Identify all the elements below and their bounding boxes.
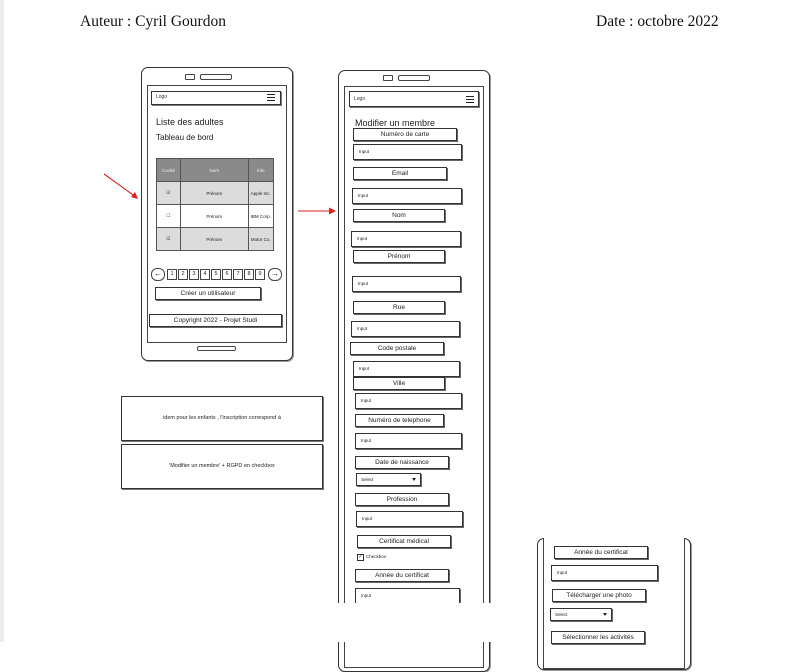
chevron-down-icon [603, 613, 607, 616]
phone-home-button [197, 346, 236, 351]
phone-camera [185, 74, 195, 80]
card-number-input[interactable]: Input [353, 144, 462, 160]
note-text: idem pour les enfants , l'inscription co… [163, 415, 281, 421]
page-number[interactable]: 1 [167, 269, 177, 280]
members-table: Coché Nom Info ☑ Prénom Apple Inc. ☐ Pré… [156, 158, 275, 251]
menu-icon[interactable] [466, 96, 474, 104]
select-activities-button[interactable]: Sélectionner les activités [551, 631, 645, 644]
phone-camera [383, 75, 393, 81]
cert-year-label: Année du certificat [355, 569, 449, 582]
email-input[interactable]: Input [352, 188, 462, 204]
row-info: Apple Inc. [247, 181, 275, 205]
page-number[interactable]: 9 [255, 269, 265, 280]
next-page-icon[interactable]: → [268, 268, 282, 281]
postal-code-input[interactable]: Input [353, 361, 460, 377]
chevron-down-icon [412, 478, 416, 481]
page-number[interactable]: 5 [211, 269, 221, 280]
select-placeholder: Select [361, 477, 374, 482]
birthdate-select[interactable]: Select [356, 473, 421, 486]
phone-number-input[interactable]: Input [355, 433, 462, 449]
cert-year-input[interactable]: Input [551, 565, 658, 581]
arrow-icon [103, 173, 138, 199]
logo-text: Logo [156, 94, 168, 100]
table-row[interactable]: ☑ Prénom Motor Co. [156, 227, 275, 251]
photo-select[interactable]: Select [550, 608, 612, 621]
row-checkbox[interactable]: ☐ [156, 204, 181, 228]
page-subtitle: Tableau de bord [156, 133, 214, 142]
author-label: Auteur : Cyril Gourdon [80, 13, 226, 30]
row-info: Motor Co. [247, 227, 275, 251]
row-checkbox[interactable]: ☑ [156, 227, 181, 251]
city-input[interactable]: Input [355, 393, 462, 409]
footer-copyright: Copyright 2022 - Projet Studi [149, 314, 282, 327]
email-label: Email [353, 167, 447, 180]
page-number[interactable]: 7 [233, 269, 243, 280]
table-header: Info [247, 158, 275, 182]
lastname-label: Nom [353, 209, 445, 222]
table-header: Coché [156, 158, 181, 182]
top-bar [349, 91, 479, 107]
page-title: Modifier un membre [355, 118, 436, 128]
row-checkbox[interactable]: ☑ [156, 181, 181, 205]
prev-page-icon[interactable]: ← [151, 268, 165, 281]
checkbox-label: Checkbox [366, 554, 387, 559]
upload-photo-button[interactable]: Télécharger une photo [552, 589, 646, 602]
table-row[interactable]: ☑ Prénom Apple Inc. [156, 181, 275, 205]
firstname-label: Prénom [353, 250, 445, 263]
note-text: 'Modifier un membre' + RGPD en checkbox [169, 463, 275, 469]
page-title: Liste des adultes [156, 117, 224, 127]
menu-icon[interactable] [267, 94, 275, 102]
lastname-input[interactable]: Input [351, 231, 461, 247]
create-user-button[interactable]: Créer un utilisateur [155, 287, 261, 300]
street-input[interactable]: Input [351, 321, 460, 337]
city-label: Ville [353, 377, 445, 390]
table-row[interactable]: ☐ Prénom IBM Corp. [156, 204, 275, 228]
date-label: Date : octobre 2022 [596, 13, 719, 30]
pagination: ← 1 2 3 4 5 6 7 8 9 → [151, 268, 282, 281]
page-number[interactable]: 2 [178, 269, 188, 280]
card-number-label: Numéro de carte [353, 128, 457, 141]
phone-speaker [200, 74, 232, 80]
firstname-input[interactable]: Input [352, 276, 461, 292]
row-name: Prénom [179, 227, 249, 251]
note-children: idem pour les enfants , l'inscription co… [121, 396, 323, 441]
cert-year-label: Année du certificat [554, 546, 648, 559]
logo-text: Logo [354, 96, 366, 102]
medical-cert-label: Certificat médical [357, 535, 451, 548]
phone-number-label: Numéro de telephone [355, 414, 444, 427]
profession-label: Profession [355, 493, 449, 506]
cert-year-input[interactable]: Input [355, 588, 460, 604]
arrow-icon [298, 207, 336, 215]
select-placeholder: Select [555, 612, 568, 617]
table-header-row: Coché Nom Info [156, 158, 275, 182]
page-cutoff [330, 603, 500, 642]
note-modify-member: 'Modifier un membre' + RGPD en checkbox [121, 444, 323, 489]
postal-code-label: Code postale [350, 342, 444, 355]
row-info: IBM Corp. [247, 204, 275, 228]
top-bar [151, 91, 281, 105]
page-number[interactable]: 4 [200, 269, 210, 280]
page-number[interactable]: 3 [189, 269, 199, 280]
table-header: Nom [179, 158, 249, 182]
page-edge [0, 0, 4, 642]
profession-input[interactable]: Input [356, 511, 463, 527]
page-number[interactable]: 6 [222, 269, 232, 280]
street-label: Rue [353, 301, 445, 314]
birthdate-label: Date de naissance [355, 456, 449, 469]
row-name: Prénom [179, 181, 249, 205]
page-number[interactable]: 8 [244, 269, 254, 280]
row-name: Prénom [179, 204, 249, 228]
medical-cert-checkbox[interactable]: ✓ [357, 554, 364, 561]
phone-speaker [398, 75, 430, 81]
